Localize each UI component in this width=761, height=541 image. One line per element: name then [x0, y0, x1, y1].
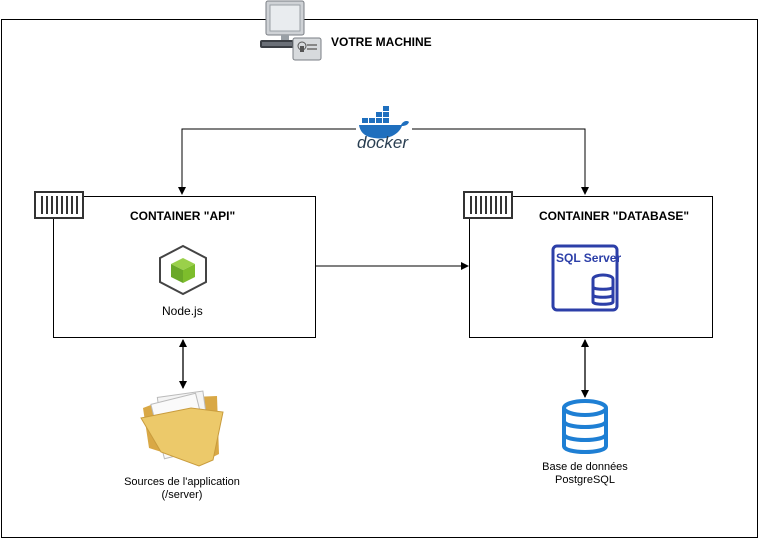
machine-label: VOTRE MACHINE [331, 35, 432, 49]
docker-to-api-arrow [178, 128, 360, 195]
machine-frame [1, 19, 758, 538]
container-icon [463, 191, 513, 219]
nodejs-label: Node.js [162, 304, 203, 318]
docker-to-database-arrow [408, 128, 589, 195]
postgres-label: Base de données PostgreSQL [515, 461, 655, 487]
container-api-title: CONTAINER "API" [130, 209, 236, 223]
docker-label: docker [357, 133, 409, 152]
postgres-label-line2: PostgreSQL [555, 474, 615, 486]
database-icon [560, 399, 610, 455]
container-database-title: CONTAINER "DATABASE" [539, 209, 690, 223]
docker-whale-icon [356, 104, 412, 156]
sql-server-icon [551, 244, 619, 312]
sources-label-line1: Sources de l'application [124, 476, 240, 488]
sql-server-label: SQL Server [556, 251, 622, 265]
sources-label-line2: (/server) [161, 489, 203, 501]
sources-label: Sources de l'application (/server) [109, 476, 255, 502]
folder-icon [139, 388, 225, 468]
postgres-label-line1: Base de données [542, 461, 628, 473]
nodejs-icon [156, 244, 210, 296]
computer-icon [257, 0, 325, 62]
container-icon [34, 191, 84, 219]
